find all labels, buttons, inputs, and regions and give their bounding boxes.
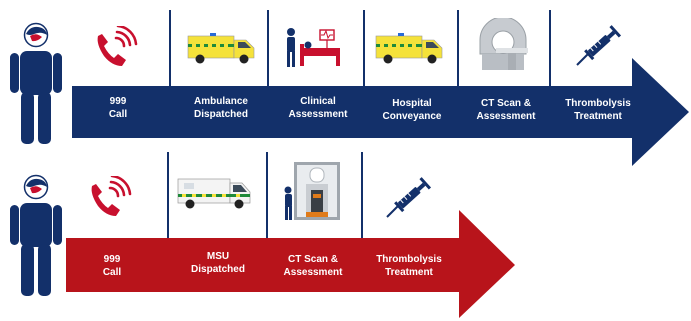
clinical-assessment-icon [287, 28, 340, 67]
ambulance-icon [375, 33, 443, 64]
msu-vehicle-icon [177, 178, 251, 209]
standard-pathway-arrow [72, 58, 689, 166]
msu-interior-icon [284, 162, 340, 220]
step-label-ambulance-dispatched: Ambulance Dispatched [194, 96, 248, 120]
step-label-999-call: 999 Call [102, 254, 122, 278]
step-label-msu-dispatched: MSU Dispatched [191, 251, 245, 275]
step-label-clinical-assessment: Clinical Assessment [288, 96, 348, 120]
step-label-ct-scan-assessment: CT Scan & Assessment [476, 98, 536, 122]
patient-person-icon [10, 22, 62, 144]
phone-icon [97, 26, 138, 66]
step-label-ct-scan-assessment: CT Scan & Assessment [283, 254, 343, 278]
patient-person-icon [10, 174, 62, 296]
syringe-icon [576, 25, 622, 66]
step-label-hospital-conveyance: Hospital Conveyance [382, 98, 442, 122]
ambulance-icon [187, 33, 255, 64]
step-label-999-call: 999 Call [108, 96, 128, 120]
msu-pathway-arrow [66, 210, 515, 318]
syringe-icon [386, 177, 432, 218]
step-label-thrombolysis-treatment: Thrombolysis Treatment [376, 254, 442, 278]
phone-icon [91, 176, 132, 216]
step-label-thrombolysis-treatment: Thrombolysis Treatment [565, 98, 631, 122]
ct-scanner-icon [479, 18, 528, 70]
